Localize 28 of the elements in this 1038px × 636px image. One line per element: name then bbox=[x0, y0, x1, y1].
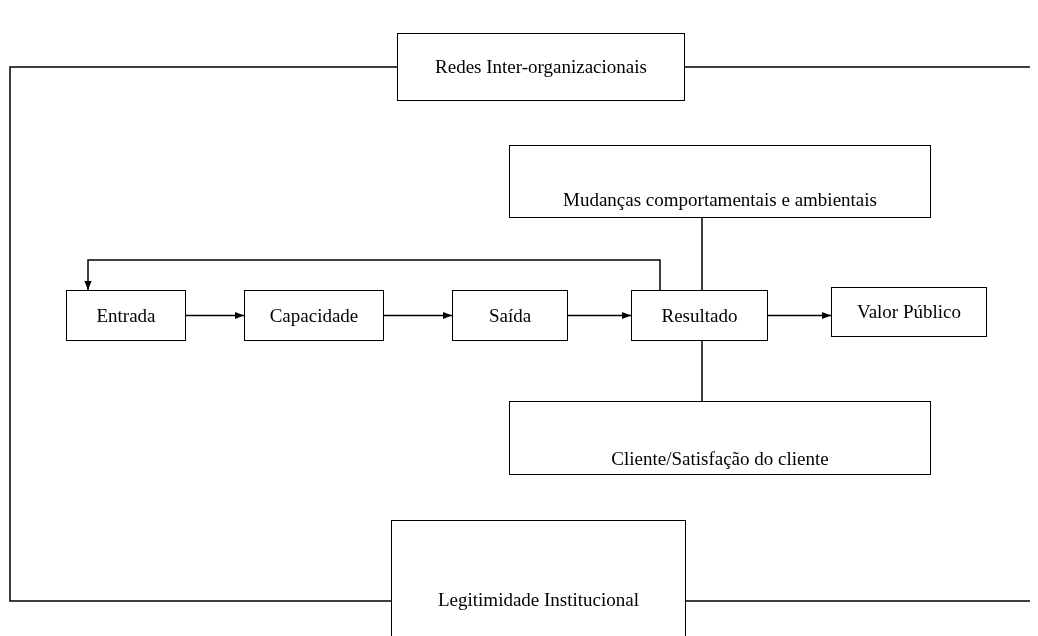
connector-line bbox=[684, 66, 1031, 68]
label-box bbox=[66, 290, 186, 341]
label-box bbox=[831, 287, 987, 337]
label-box bbox=[391, 520, 686, 636]
label-box bbox=[631, 290, 768, 341]
label-box bbox=[509, 401, 931, 475]
box-label: Capacidade bbox=[269, 304, 359, 327]
box-label: Legitimidade Institucional bbox=[438, 589, 639, 611]
label-box bbox=[509, 145, 931, 218]
box-label: Entrada bbox=[96, 304, 156, 327]
connector-line bbox=[701, 217, 703, 291]
box-label: Redes Inter-organizacionais bbox=[435, 56, 647, 78]
box-label: Valor Público bbox=[857, 301, 961, 323]
box-label: Saída bbox=[488, 304, 532, 327]
connector-line bbox=[9, 66, 398, 602]
connector-line bbox=[701, 340, 703, 402]
arrow bbox=[567, 311, 632, 320]
connector-line bbox=[685, 600, 1031, 602]
label-box bbox=[244, 290, 384, 341]
arrow bbox=[84, 259, 661, 291]
box-label: Cliente/Satisfação do cliente bbox=[611, 448, 829, 470]
box-label: Mudanças comportamentais e ambientais bbox=[563, 189, 877, 211]
label-box bbox=[452, 290, 568, 341]
arrow bbox=[383, 311, 453, 320]
label-box bbox=[397, 33, 685, 101]
box-label: Resultado bbox=[661, 304, 738, 327]
arrow bbox=[767, 311, 832, 320]
arrow bbox=[185, 311, 245, 320]
